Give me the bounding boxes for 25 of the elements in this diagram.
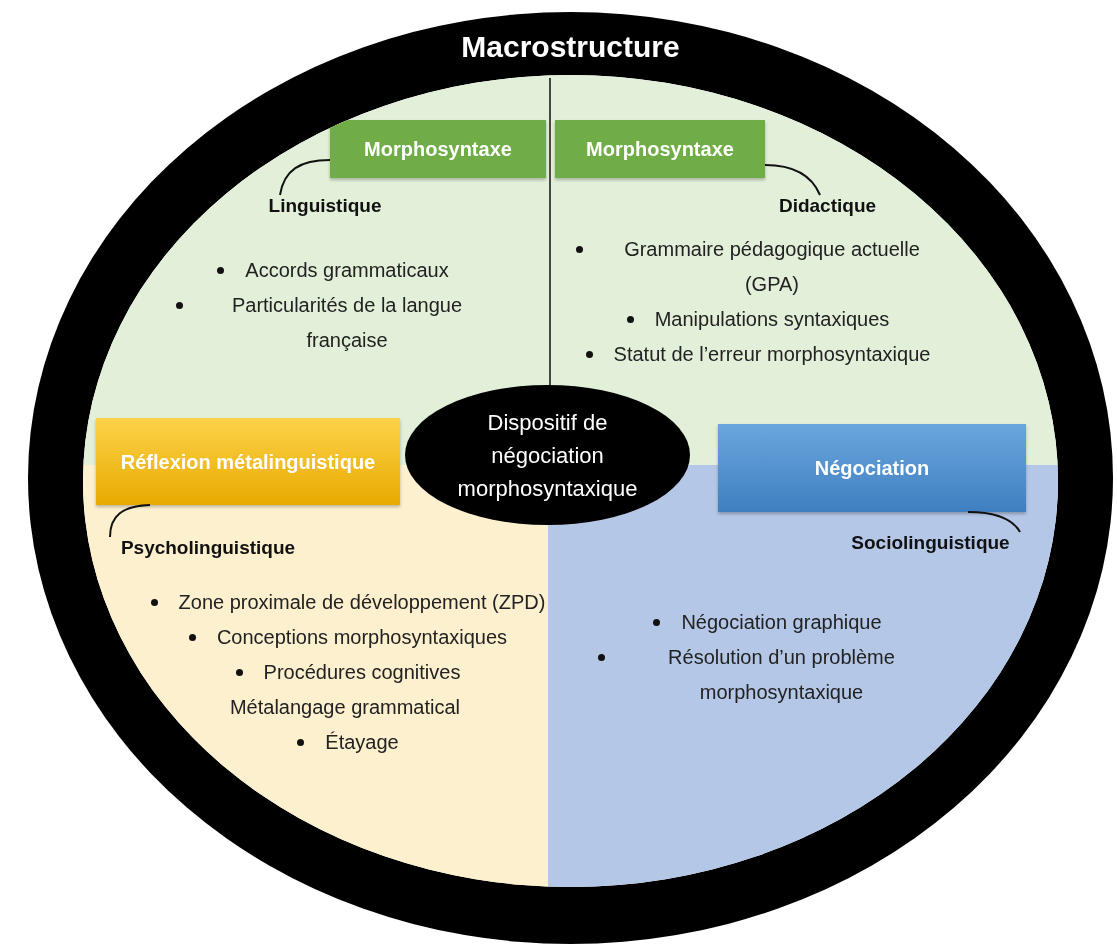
bullet-item: Étayage <box>291 725 399 760</box>
bullet-item: Zone proximale de développement (ZPD) <box>144 585 546 620</box>
heading-box: Réflexion métalinguistique <box>96 418 400 505</box>
bullet-item: Négociation graphique <box>647 605 882 640</box>
heading-box: Négociation <box>718 424 1026 512</box>
title-text: Macrostructure <box>460 30 681 64</box>
category-label: Linguistique <box>255 195 395 223</box>
connector-curve <box>279 159 331 196</box>
connector-curve <box>764 164 821 196</box>
bullet-item: Métalangage grammatical <box>229 695 461 720</box>
bullet-item: Grammaire pédagogique actuelle (GPA) <box>570 232 940 302</box>
heading-box: Morphosyntaxe <box>330 120 546 178</box>
category-label: Didactique <box>765 195 890 223</box>
bullet-item: Résolution d’un problème morphosyntaxique <box>592 640 937 710</box>
heading-box: Morphosyntaxe <box>555 120 765 178</box>
category-label: Sociolinguistique <box>833 532 1028 560</box>
bullet-item: Particularités de la langue française <box>170 288 490 358</box>
bullet-item: Statut de l’erreur morphosyntaxique <box>579 337 931 372</box>
connector-curve <box>109 504 151 538</box>
bullet-item: Conceptions morphosyntaxiques <box>182 620 508 655</box>
bullet-item: Procédures cognitives <box>229 655 461 690</box>
category-label: Psycholinguistique <box>103 537 313 565</box>
connector-curve <box>967 511 1021 533</box>
bullet-item: Accords grammaticaux <box>211 253 449 288</box>
bullet-item: Manipulations syntaxiques <box>620 302 890 337</box>
